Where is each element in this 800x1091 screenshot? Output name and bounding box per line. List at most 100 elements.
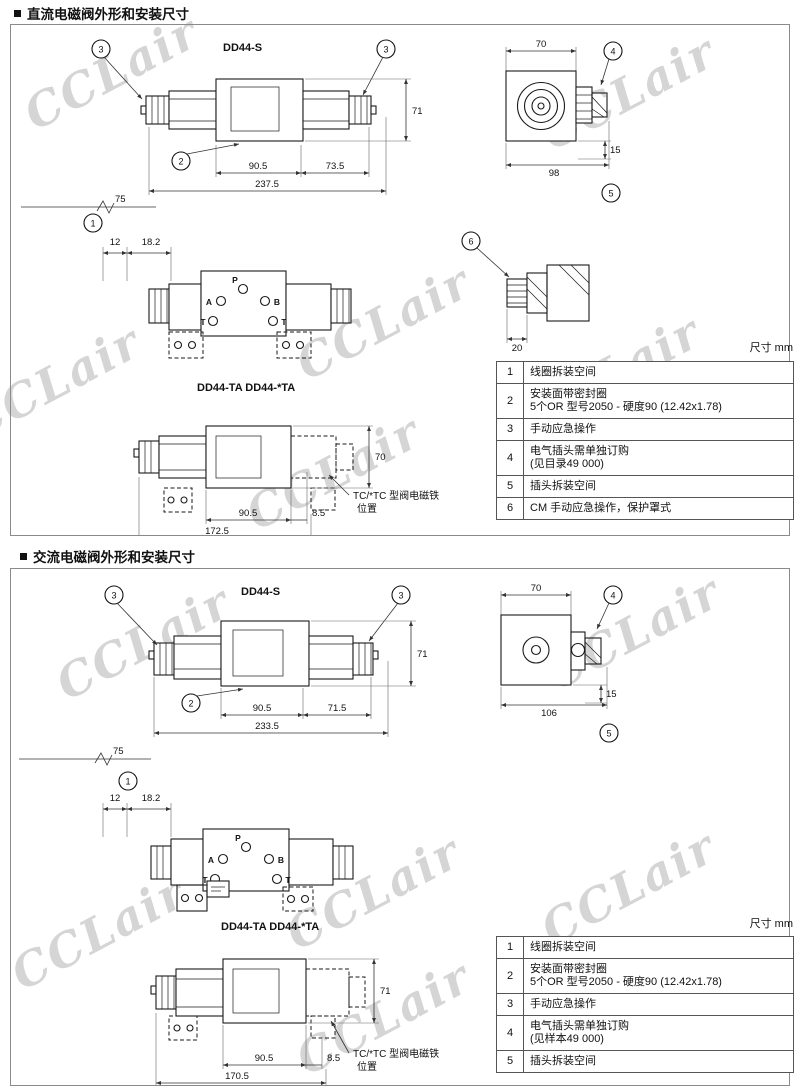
- dc-callout-4: 4: [600, 41, 623, 86]
- table-row-text: 插头拆装空间: [524, 1051, 602, 1072]
- dc-dd44ta-title: DD44-TA DD44-*TA: [197, 382, 295, 394]
- dc-dim-20: 20: [512, 343, 523, 354]
- square-bullet-icon: [14, 9, 21, 17]
- dc-ta-dim-8-5: 8.5: [312, 508, 325, 519]
- table-row-text: 电气插头需单独订购 (见样本49 000): [524, 1016, 635, 1050]
- ac-callout-3-right-label: 3: [398, 591, 403, 601]
- dc-callout-5: 5: [601, 183, 621, 203]
- table-row: 2 安装面带密封圈 5个OR 型号2050 - 硬度90 (12.42x1.78…: [497, 384, 793, 419]
- table-row: 5 插头拆装空间: [497, 1051, 793, 1072]
- ac-tc-note-line2: 位置: [357, 1060, 377, 1073]
- dc-callout-4-label: 4: [610, 47, 615, 57]
- ac-heading-text: 交流电磁阀外形和安装尺寸: [33, 550, 195, 565]
- dc-drawings: DD44-S: [21, 39, 623, 535]
- table-row: 2 安装面带密封圈 5个OR 型号2050 - 硬度90 (12.42x1.78…: [497, 959, 793, 994]
- table-row-text: 线圈拆装空间: [524, 937, 602, 958]
- dc-callout-6-label: 6: [468, 237, 473, 247]
- dc-callout-3-right: 3: [362, 39, 396, 96]
- dc-dim-15: 15: [610, 145, 621, 156]
- dc-callout-2-label: 2: [178, 157, 183, 167]
- table-row-line2: 5个OR 型号2050 - 硬度90 (12.42x1.78): [530, 976, 722, 988]
- table-row-line1: 线圈拆装空间: [530, 941, 596, 953]
- ac-port-label-t2: T: [285, 875, 291, 885]
- ac-port-label-t1: T: [202, 875, 208, 885]
- dc-dim-70-side: 70: [536, 39, 547, 50]
- table-row: 1 线圈拆装空间: [497, 362, 793, 384]
- dc-callout-2: 2: [171, 143, 240, 171]
- ac-callout-3-left-label: 3: [111, 591, 116, 601]
- dc-ports-view: 12 18.2 P A B: [102, 237, 352, 359]
- dc-callout-3-right-label: 3: [383, 45, 388, 55]
- ac-callout-3-right: 3: [368, 585, 411, 642]
- ac-port-label-b: B: [278, 855, 284, 865]
- ac-callout-4-label: 4: [610, 591, 615, 601]
- table-row-number: 2: [497, 384, 524, 418]
- table-row: 3 手动应急操作: [497, 419, 793, 441]
- square-bullet-icon: [20, 552, 27, 560]
- dc-tc-note-line1: TC/*TC 型阀电磁铁: [353, 489, 439, 502]
- dc-dim-98: 98: [549, 168, 560, 179]
- table-row-number: 3: [497, 419, 524, 440]
- table-row-line1: 安装面带密封圈: [530, 963, 607, 975]
- dc-ta-dim-70: 70: [375, 452, 386, 463]
- table-row-number: 1: [497, 362, 524, 383]
- table-row: 4 电气插头需单独订购 (见目录49 000): [497, 441, 793, 476]
- dc-dim-12: 12: [110, 237, 121, 248]
- ac-callout-1-label: 1: [125, 777, 130, 787]
- table-row-line1: 手动应急操作: [530, 423, 596, 435]
- ac-port-label-p: P: [235, 833, 241, 843]
- table-row-line1: 安装面带密封圈: [530, 388, 607, 400]
- dc-callout-6: 6: [461, 231, 510, 278]
- ac-callout-5-label: 5: [606, 729, 611, 739]
- dc-ta-dim-90-5: 90.5: [239, 508, 258, 519]
- ac-port-label-a: A: [208, 855, 214, 865]
- ac-legend-table: 1 线圈拆装空间 2 安装面带密封圈 5个OR 型号2050 - 硬度90 (1…: [496, 936, 794, 1073]
- dc-legend-table: 1 线圈拆装空间 2 安装面带密封圈 5个OR 型号2050 - 硬度90 (1…: [496, 361, 794, 520]
- ac-brand-logo-mark: [206, 880, 230, 898]
- dc-dim-90-5: 90.5: [249, 161, 268, 172]
- dc-section-heading: 直流电磁阀外形和安装尺寸: [14, 3, 189, 23]
- table-row-text: 线圈拆装空间: [524, 362, 602, 383]
- table-row-number: 1: [497, 937, 524, 958]
- table-row-text: 电气插头需单独订购 (见目录49 000): [524, 441, 635, 475]
- ac-callout-5: 5: [599, 723, 619, 743]
- table-row-line1: 线圈拆装空间: [530, 366, 596, 378]
- ac-dim-18-2: 18.2: [142, 793, 161, 804]
- ac-drawings: DD44-S: [19, 583, 623, 1085]
- table-row: 5 插头拆装空间: [497, 476, 793, 498]
- dc-tc-note-line2: 位置: [357, 502, 377, 515]
- table-row-line1: 插头拆装空间: [530, 480, 596, 492]
- ac-callout-4: 4: [596, 585, 623, 630]
- ac-dim-15: 15: [606, 689, 617, 700]
- table-row-text: 手动应急操作: [524, 994, 602, 1015]
- dc-dim-73-5: 73.5: [326, 161, 345, 172]
- dc-drawing-frame: DD44-S: [10, 24, 794, 536]
- table-row-number: 4: [497, 1016, 524, 1050]
- table-row-number: 3: [497, 994, 524, 1015]
- table-row-line1: CM 手动应急操作，保护罩式: [530, 502, 672, 514]
- ac-callout-2-label: 2: [188, 699, 193, 709]
- table-row-line2: 5个OR 型号2050 - 硬度90 (12.42x1.78): [530, 401, 722, 413]
- ac-ta-dim-71: 71: [380, 986, 391, 997]
- dc-cm-connector-detail: 6 20: [461, 231, 590, 354]
- ac-dd44ta-view: DD44-TA DD44-*TA 71: [150, 921, 439, 1085]
- table-row-line2: (见目录49 000): [530, 458, 604, 470]
- ac-dim-12: 12: [110, 793, 121, 804]
- ac-side-view: 70 4 15: [500, 583, 623, 743]
- table-row-text: 安装面带密封圈 5个OR 型号2050 - 硬度90 (12.42x1.78): [524, 959, 728, 993]
- table-row: 6 CM 手动应急操作，保护罩式: [497, 498, 793, 519]
- dc-dim-18-2: 18.2: [142, 237, 161, 248]
- table-row: 3 手动应急操作: [497, 994, 793, 1016]
- dc-heading-text: 直流电磁阀外形和安装尺寸: [27, 7, 189, 22]
- table-row-line1: 手动应急操作: [530, 998, 596, 1010]
- dc-dd44s-title: DD44-S: [223, 42, 262, 54]
- dc-port-label-b: B: [274, 297, 280, 307]
- dc-dd44ta-view: DD44-TA DD44-*TA 70: [133, 382, 439, 535]
- ac-callout-3-left: 3: [104, 585, 158, 646]
- ac-tc-note-line1: TC/*TC 型阀电磁铁: [353, 1047, 439, 1060]
- table-row-line1: 电气插头需单独订购: [530, 445, 629, 457]
- table-row-text: 手动应急操作: [524, 419, 602, 440]
- ac-callout-1: 1: [118, 771, 138, 791]
- dc-dim-71: 71: [412, 106, 423, 117]
- ac-dim-106: 106: [541, 708, 557, 719]
